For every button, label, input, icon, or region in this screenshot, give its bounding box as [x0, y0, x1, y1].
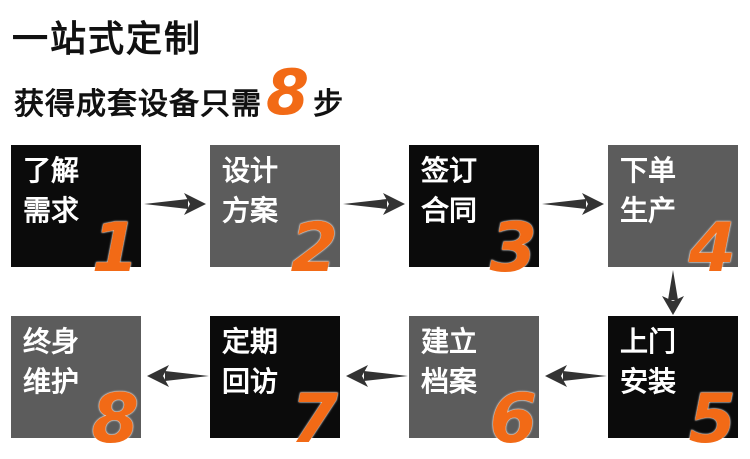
arrow-left-icon: [346, 365, 408, 387]
step-8-box: 终身维护 8: [11, 316, 141, 454]
step-2-label: 设计方案: [222, 154, 279, 227]
step-6-box: 建立档案 6: [409, 316, 539, 454]
step-5-label: 上门安装: [620, 325, 677, 398]
step-8-number: 8: [91, 380, 139, 459]
step-5-box: 上门安装 5: [608, 316, 738, 454]
step-7-box: 定期回访 7: [210, 316, 340, 454]
step-8-label: 终身维护: [23, 325, 80, 398]
step-1-box: 了解需求 1: [11, 145, 141, 283]
arrow-down-icon: [662, 270, 684, 315]
subtitle-unit: 步: [313, 87, 345, 122]
step-1-label: 了解需求: [23, 154, 80, 227]
step-5-number: 5: [688, 380, 736, 459]
step-6-number: 6: [489, 380, 537, 459]
step-2-number: 2: [290, 209, 338, 288]
subtitle-text: 获得成套设备只需: [14, 87, 262, 122]
step-2-box: 设计方案 2: [210, 145, 340, 283]
step-3-label: 签订合同: [421, 154, 478, 227]
page-title: 一站式定制: [12, 19, 203, 60]
arrow-left-icon: [545, 365, 607, 387]
step-1-number: 1: [91, 209, 139, 288]
step-4-label: 下单生产: [620, 154, 677, 227]
arrow-right-icon: [144, 193, 206, 215]
step-3-box: 签订合同 3: [409, 145, 539, 283]
step-6-label: 建立档案: [421, 325, 478, 398]
step-4-box: 下单生产 4: [608, 145, 738, 283]
arrow-right-icon: [542, 193, 604, 215]
arrow-left-icon: [147, 365, 209, 387]
page-subtitle: 获得成套设备只需 8 步: [14, 62, 344, 124]
step-7-label: 定期回访: [222, 325, 279, 398]
subtitle-step-count: 8: [266, 56, 310, 129]
arrow-right-icon: [343, 193, 405, 215]
step-3-number: 3: [489, 209, 537, 288]
step-7-number: 7: [290, 380, 338, 459]
step-4-number: 4: [688, 209, 736, 288]
